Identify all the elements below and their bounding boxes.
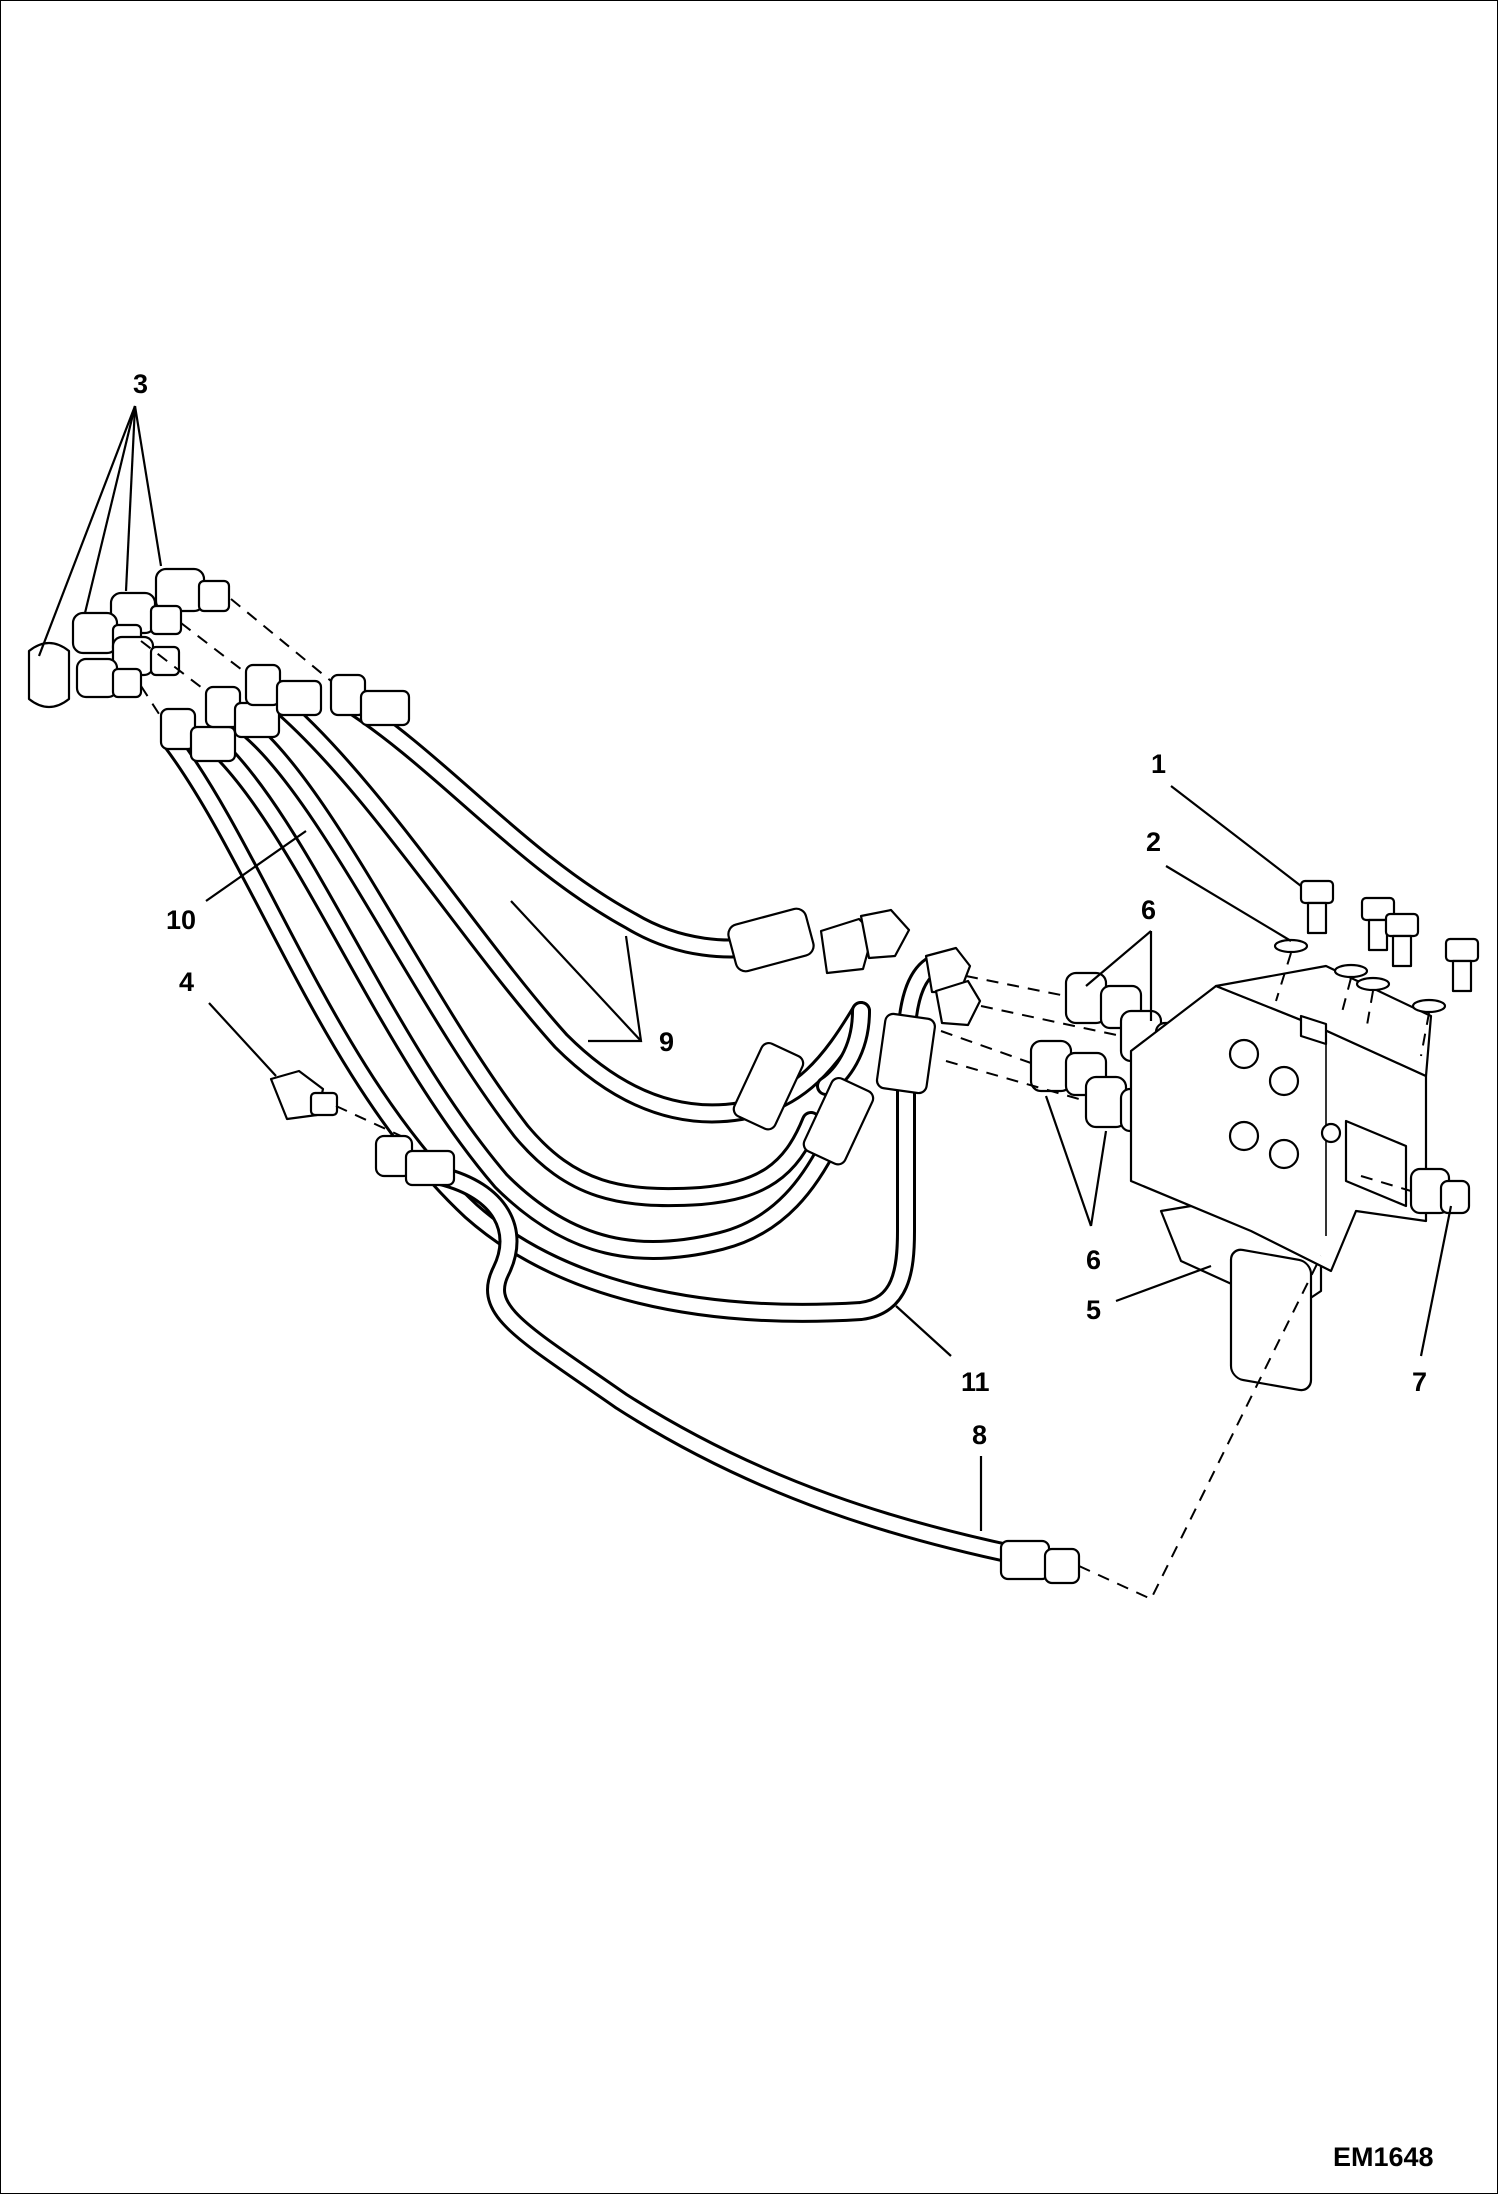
callout-1: 1 (1151, 749, 1166, 779)
callout-6-lower: 6 (1086, 1245, 1101, 1275)
hose-group-9 (266, 691, 871, 1124)
steering-unit-5 (1129, 964, 1433, 1392)
plug-7 (1360, 1167, 1471, 1215)
hose-end-nuts-left (159, 663, 411, 763)
hose-end-elbows (819, 908, 982, 1027)
adapter-fittings-3 (27, 567, 231, 709)
callout-2: 2 (1146, 827, 1161, 857)
callout-6-upper: 6 (1141, 895, 1156, 925)
bolts-1 (1299, 879, 1480, 993)
callout-8: 8 (972, 1420, 987, 1450)
bolt-dash-lines (1275, 952, 1430, 1057)
adapter-dash-lines (140, 598, 332, 718)
callout-5: 5 (1086, 1295, 1101, 1325)
figure-id: EM1648 (1333, 2142, 1434, 2172)
callout-10: 10 (166, 905, 196, 935)
callout-3: 3 (133, 369, 148, 399)
callout-4: 4 (179, 967, 194, 997)
washers-2 (1273, 938, 1447, 1014)
elbow-fitting-4 (269, 1069, 402, 1137)
callout-11: 11 (961, 1367, 990, 1397)
callout-9: 9 (659, 1027, 674, 1057)
callout-7: 7 (1412, 1367, 1427, 1397)
hose-group-10 (201, 721, 841, 1261)
hose-8 (374, 1134, 1322, 1601)
hose-crimp-sleeves (727, 907, 936, 1166)
leader-lines (37, 405, 1453, 1531)
